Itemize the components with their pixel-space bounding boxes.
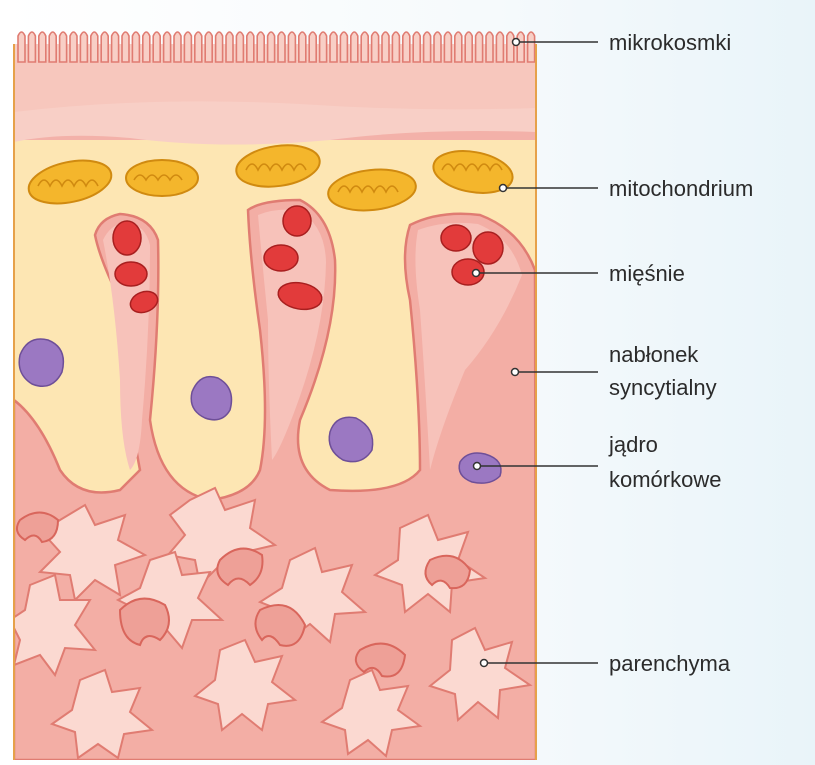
pointer-dot-syncytial xyxy=(512,369,519,376)
microvillus xyxy=(18,32,25,62)
microvillus xyxy=(361,32,368,62)
microvillus xyxy=(195,32,202,62)
microvillus xyxy=(413,32,420,62)
microvillus xyxy=(164,32,171,62)
label-parenchyma: parenchyma xyxy=(609,651,731,676)
microvillus xyxy=(330,32,337,62)
microvillus xyxy=(288,32,295,62)
microvillus xyxy=(496,32,503,62)
nucleus xyxy=(191,377,231,420)
muscle-fiber xyxy=(441,225,471,251)
muscle-fiber xyxy=(283,206,311,236)
microvillus xyxy=(70,32,77,62)
microvillus xyxy=(226,32,233,62)
microvillus xyxy=(236,32,243,62)
microvillus xyxy=(205,32,212,62)
label-syncytial-line1: nabłonek xyxy=(609,342,699,367)
label-nucleus-line1: jądro xyxy=(608,432,658,457)
microvillus xyxy=(268,32,275,62)
microvillus xyxy=(476,32,483,62)
microvillus xyxy=(28,32,35,62)
mitochondrion xyxy=(126,160,198,196)
microvillus xyxy=(392,32,399,62)
label-nucleus-line2: komórkowe xyxy=(609,467,721,492)
tissue-block xyxy=(10,44,536,760)
microvillus xyxy=(122,32,129,62)
microvillus xyxy=(80,32,87,62)
label-muscles: mięśnie xyxy=(609,261,685,286)
microvillus xyxy=(91,32,98,62)
microvillus xyxy=(247,32,254,62)
nucleus xyxy=(19,339,63,386)
microvillus xyxy=(153,32,160,62)
microvillus xyxy=(465,32,472,62)
pointer-dot-parenchyma xyxy=(481,660,488,667)
microvillus xyxy=(351,32,358,62)
microvillus xyxy=(39,32,46,62)
microvillus xyxy=(143,32,150,62)
tissue-fold xyxy=(120,599,169,645)
label-syncytial-line2: syncytialny xyxy=(609,375,717,400)
microvillus xyxy=(112,32,119,62)
tissue-fold xyxy=(17,513,58,543)
microvillus xyxy=(455,32,462,62)
muscle-fiber xyxy=(113,221,141,255)
microvillus xyxy=(507,32,514,62)
pointer-dot-microvilli xyxy=(513,39,520,46)
microvillus xyxy=(257,32,264,62)
microvillus xyxy=(320,32,327,62)
pointer-dot-nucleus xyxy=(474,463,481,470)
labels: mikrokosmki mitochondrium mięśnie nabłon… xyxy=(608,30,753,676)
microvillus xyxy=(278,32,285,62)
muscle-fiber xyxy=(115,262,147,286)
microvillus xyxy=(486,32,493,62)
microvillus xyxy=(528,32,535,62)
pointer-dot-muscles xyxy=(473,270,480,277)
microvillus xyxy=(434,32,441,62)
muscle-fiber xyxy=(473,232,503,264)
microvillus xyxy=(299,32,306,62)
microvillus xyxy=(216,32,223,62)
microvillus xyxy=(60,32,67,62)
microvillus xyxy=(444,32,451,62)
tissue-fold xyxy=(356,644,405,677)
microvillus xyxy=(382,32,389,62)
muscle-fiber xyxy=(264,245,298,271)
microvillus xyxy=(403,32,410,62)
microvillus xyxy=(184,32,191,62)
label-mitochondrium: mitochondrium xyxy=(609,176,753,201)
label-microvilli: mikrokosmki xyxy=(609,30,731,55)
microvillus xyxy=(372,32,379,62)
microvillus xyxy=(340,32,347,62)
microvillus xyxy=(309,32,316,62)
microvillus xyxy=(174,32,181,62)
pointer-dot-mitochondrium xyxy=(500,185,507,192)
microvillus xyxy=(49,32,56,62)
microvillus xyxy=(132,32,139,62)
microvillus xyxy=(517,32,524,62)
microvillus xyxy=(101,32,108,62)
microvillus xyxy=(424,32,431,62)
